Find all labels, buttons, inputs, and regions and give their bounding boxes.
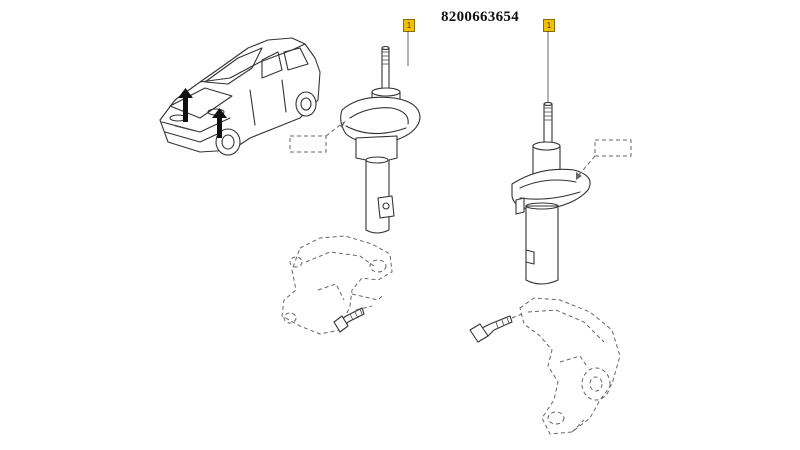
right-mounting-bolt: [469, 313, 523, 343]
right-shock-absorber-strut: [511, 31, 632, 285]
callout-marker-right: 1: [543, 19, 555, 32]
part-number-label: 8200663654: [441, 9, 519, 25]
left-steering-knuckle: [281, 235, 393, 335]
strut-location-arrow-left: [178, 88, 193, 122]
strut-location-arrow-right: [212, 108, 227, 138]
car-illustration: [159, 37, 321, 156]
left-shock-absorber-strut: [289, 31, 421, 234]
left-mounting-bolt: [333, 307, 365, 333]
right-steering-knuckle: [519, 297, 621, 435]
callout-marker-left: 1: [403, 19, 415, 32]
